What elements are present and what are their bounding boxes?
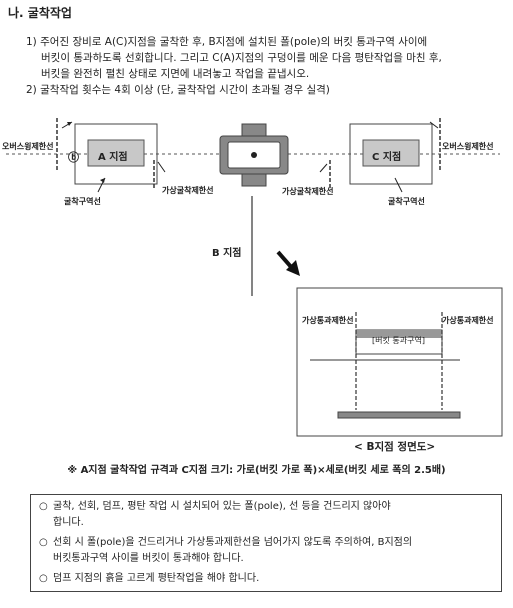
zone-a-box (87, 139, 145, 167)
caution-box: ○ 굴착, 선회, 덤프, 평탄 작업 시 설치되어 있는 폴(pole), 선 … (30, 494, 502, 592)
caution-item-2-line-1: 선회 시 폴(pole)을 건드리거나 가상통과제한선을 넘어가지 않도록 주의… (53, 537, 413, 548)
caution-item-1-line-1: 굴착, 선회, 덤프, 평탄 작업 시 설치되어 있는 폴(pole), 선 등… (53, 501, 391, 512)
instruction-1-line-3: 버킷을 완전히 펼친 상태로 지면에 내려놓고 작업을 끝냅시오. (41, 68, 310, 80)
excavator-center (251, 152, 257, 158)
overswing-label-left: 오버스윙제한선 (2, 142, 54, 151)
dig-area-label-left: 굴착구역선 (64, 197, 101, 206)
caution-item-2-line-2: 버킷통과구역 사이를 버킷이 통과해야 합니다. (53, 553, 244, 564)
zone-a-label: A 지점 (98, 152, 128, 163)
bucket-zone-hatch (356, 330, 442, 338)
front-view-frame (296, 287, 503, 437)
instruction-2-line-1: 굴착작업 횟수는 4회 이상 (단, 굴착작업 시간이 초과될 경우 실격) (40, 84, 330, 96)
spec-note: ※ A지점 굴착작업 규격과 C지점 크기: 가로(버킷 가로 폭)×세로(버킷… (67, 465, 446, 476)
virtual-dig-label-right: 가상굴착제한선 (282, 187, 334, 196)
zone-c-box (362, 139, 420, 167)
point-b-label: B 지점 (212, 248, 242, 259)
front-view-caption: < B지점 정면도> (354, 441, 436, 453)
zone-c-label: C 지점 (372, 152, 402, 163)
circle-bullet-icon: ○ (39, 573, 48, 584)
instruction-1-number: 1) (26, 36, 37, 48)
big-arrow-icon (276, 250, 294, 270)
front-view-base (337, 411, 461, 419)
pass-line-label-left: 가상통과제한선 (302, 316, 354, 325)
zone-c-outline (349, 123, 433, 185)
zone-a-outline (74, 123, 158, 185)
section-heading: 나. 굴착작업 (8, 6, 72, 20)
site-plan-diagram (6, 118, 503, 437)
caution-item-2: ○ 선회 시 폴(pole)을 건드리거나 가상통과제한선을 넘어가지 않도록 주… (39, 535, 494, 567)
marker-b: ⓑ (68, 151, 79, 164)
virtual-dig-left-arrow (157, 161, 166, 173)
dig-area-label-right: 굴착구역선 (388, 197, 425, 206)
circle-bullet-icon: ○ (39, 537, 48, 548)
virtual-dig-label-left: 가상굴착제한선 (162, 186, 214, 195)
bucket-zone-label: [버킷 통과구역] (372, 336, 425, 345)
circle-bullet-icon: ○ (39, 501, 48, 512)
instruction-2: 2) 굴착작업 횟수는 4회 이상 (단, 굴착작업 시간이 초과될 경우 실격… (26, 82, 506, 98)
caution-item-3-line-1: 덤프 지점의 흙을 고르게 평탄작업을 해야 합니다. (53, 573, 260, 584)
instruction-2-number: 2) (26, 84, 37, 96)
instruction-1-line-1: 주어진 장비로 A(C)지점을 굴착한 후, B지점에 설치된 폴(pole)의… (40, 36, 428, 48)
instruction-1: 1) 주어진 장비로 A(C)지점을 굴착한 후, B지점에 설치된 폴(pol… (26, 34, 506, 82)
caution-item-1: ○ 굴착, 선회, 덤프, 평탄 작업 시 설치되어 있는 폴(pole), 선 … (39, 499, 494, 531)
caution-item-1-line-2: 합니다. (53, 517, 84, 528)
overswing-label-right: 오버스윙제한선 (442, 142, 494, 151)
caution-item-3: ○ 덤프 지점의 흙을 고르게 평탄작업을 해야 합니다. (39, 571, 494, 587)
pass-line-label-right: 가상통과제한선 (442, 316, 494, 325)
instruction-1-line-2: 버킷이 통과하도록 선회합니다. 그리고 C(A)지점의 구덩이를 메운 다음 … (41, 52, 442, 64)
